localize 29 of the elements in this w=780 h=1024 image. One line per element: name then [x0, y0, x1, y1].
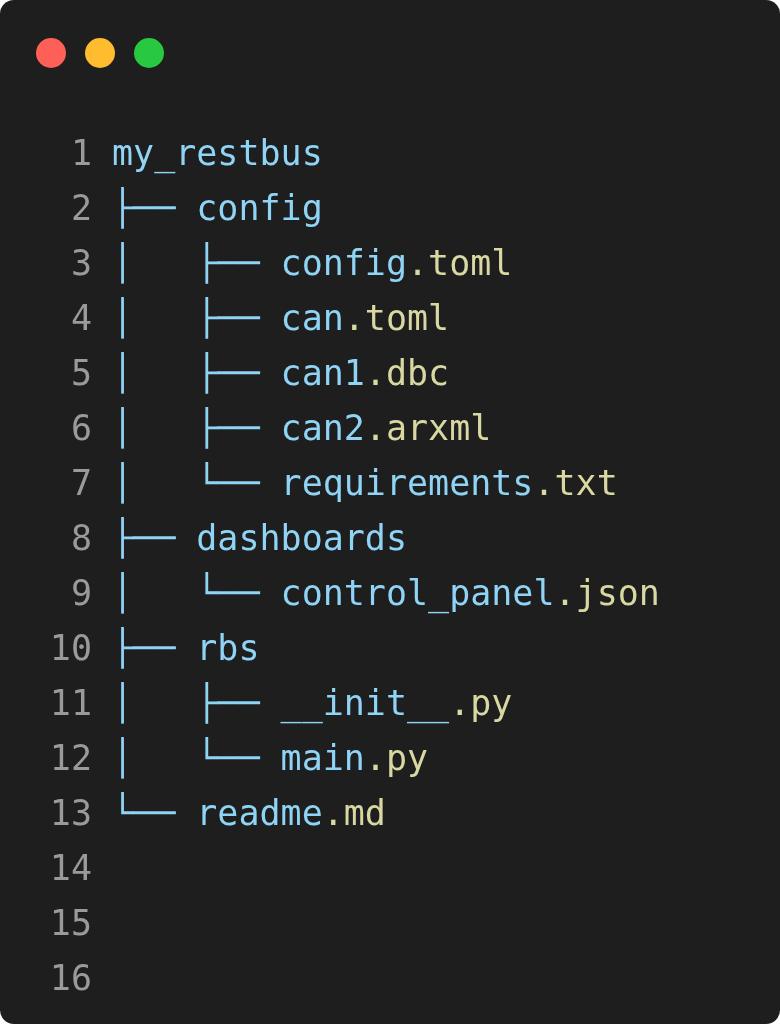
file-entry: │ ├── __init__.py: [112, 683, 513, 723]
file-entry: │ ├── can2.arxml: [112, 408, 492, 448]
line-number: 12: [48, 738, 92, 778]
file-entry: │ └── main.py: [112, 738, 429, 778]
line-number: 15: [48, 903, 92, 943]
line-number: 5: [69, 353, 92, 393]
file-entry: │ └── control_panel.json: [112, 573, 660, 613]
line-number: 9: [69, 573, 92, 613]
folder-entry: ├── dashboards: [112, 518, 407, 558]
file-entry: └── readme.md: [112, 793, 386, 833]
file-entry: │ ├── can.toml: [112, 298, 450, 338]
line-number: 14: [48, 848, 92, 888]
file-entry: │ └── requirements.txt: [112, 463, 618, 503]
line-number: 1: [69, 133, 92, 173]
line-number: 8: [69, 518, 92, 558]
line-number: 10: [48, 628, 92, 668]
line-number: 7: [69, 463, 92, 503]
line-number: 6: [69, 408, 92, 448]
line-number: 13: [48, 793, 92, 833]
file-entry: │ ├── can1.dbc: [112, 353, 450, 393]
line-number: 11: [48, 683, 92, 723]
folder-entry: ├── rbs: [112, 628, 260, 668]
line-number: 4: [69, 298, 92, 338]
folder-entry: my_restbus: [112, 133, 323, 173]
file-entry: │ ├── config.toml: [112, 243, 513, 283]
folder-entry: ├── config: [112, 188, 323, 228]
line-number: 16: [48, 958, 92, 998]
line-number: 2: [69, 188, 92, 228]
line-number: 3: [69, 243, 92, 283]
